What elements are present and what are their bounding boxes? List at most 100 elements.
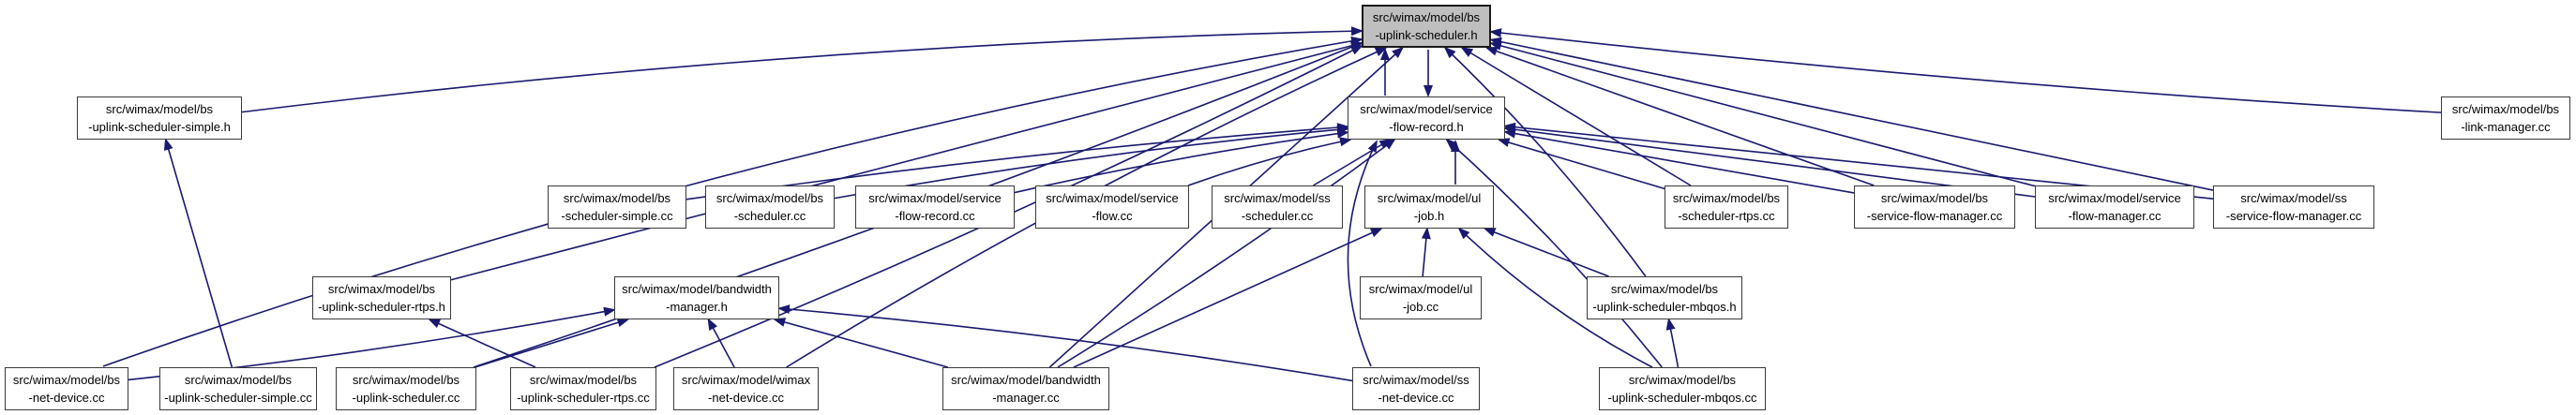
node-label-line: src/wimax/model/bs (327, 282, 436, 296)
node-label-line: -uplink-scheduler-simple.cc (164, 391, 312, 405)
node-label-line: src/wimax/model/bs (184, 373, 293, 387)
include-edge-bs-scheduler-rtps-cc-to-service-flow-record-h (1497, 138, 1665, 190)
include-edge-ul-job-cc-to-ul-job-h (1421, 227, 1431, 277)
node-label-line: src/wimax/model/ul (1377, 191, 1482, 205)
node-bs-uplink-scheduler-h[interactable]: src/wimax/model/bs -uplink-scheduler.h (1362, 5, 1491, 48)
node-label-line: -scheduler.cc (1241, 209, 1314, 223)
node-label-line: src/wimax/model/ul (1368, 282, 1473, 296)
node-bs-link-manager-cc[interactable]: src/wimax/model/bs -link-manager.cc (2441, 96, 2570, 140)
node-wimax-net-device-cc[interactable]: src/wimax/model/wimax -net-device.cc (673, 367, 819, 410)
include-edge-service-flow-manager-cc-to-bs-uplink-scheduler-h (1489, 41, 2036, 187)
node-service-flow-cc[interactable]: src/wimax/model/service -flow.cc (1035, 185, 1189, 229)
node-bs-uplink-scheduler-simple-cc[interactable]: src/wimax/model/bs -uplink-scheduler-simp… (159, 367, 317, 410)
node-label-line: src/wimax/model/bs (716, 191, 824, 205)
node-ss-net-device-cc[interactable]: src/wimax/model/ss-net-device.cc (1352, 367, 1480, 410)
node-label-line: -uplink-scheduler-mbqos.h (1592, 300, 1737, 314)
node-label-line: -manager.h (666, 300, 728, 314)
node-bandwidth-manager-h[interactable]: src/wimax/model/bandwidth-manager.h (614, 276, 779, 319)
node-label-line: -net-device.cc (28, 391, 105, 405)
node-label-line: -net-device.cc (708, 391, 784, 405)
node-label-line: src/wimax/model/bandwidth (951, 373, 1101, 387)
node-label-line: src/wimax/model/bs (1672, 191, 1781, 205)
node-bs-scheduler-rtps-cc[interactable]: src/wimax/model/bs -scheduler-rtps.cc (1665, 185, 1788, 229)
include-edge-ss-net-device-cc-to-service-flow-record-h (1347, 140, 1378, 367)
include-edge-bs-uplink-scheduler-rtps-cc-to-bs-uplink-scheduler-rtps-h (428, 319, 536, 368)
node-bandwidth-manager-cc[interactable]: src/wimax/model/bandwidth -manager.cc (942, 367, 1109, 410)
node-label-line: src/wimax/model/bs (563, 191, 671, 205)
node-label-line: -service-flow-manager.cc (1866, 209, 2003, 223)
node-label-line: src/wimax/model/bs (1880, 191, 1989, 205)
node-label-line: src/wimax/model/bs (2451, 102, 2560, 116)
include-edge-bandwidth-manager-cc-to-bandwidth-manager-h (773, 318, 948, 368)
include-edge-bs-link-manager-cc-to-bs-uplink-scheduler-h (1489, 28, 2442, 113)
node-label-line: -uplink-scheduler-rtps.cc (517, 391, 650, 405)
include-edge-bs-service-flow-manager-cc-to-service-flow-record-h (1503, 128, 1855, 194)
node-label-line: src/wimax/model/ss (1224, 191, 1331, 205)
include-edge-bs-uplink-scheduler-mbqos-h-to-ul-job-h (1483, 228, 1609, 277)
node-label-line: src/wimax/model/service (1360, 102, 1493, 116)
node-ss-scheduler-cc[interactable]: src/wimax/model/ss -scheduler.cc (1212, 185, 1343, 229)
node-bs-uplink-scheduler-mbqos-cc[interactable]: src/wimax/model/bs-uplink-scheduler-mbqo… (1599, 367, 1766, 410)
include-edge-bs-uplink-scheduler-simple-cc-to-bs-uplink-scheduler-simple-h (163, 138, 233, 368)
node-bs-net-device-cc[interactable]: src/wimax/model/bs-net-device.cc (5, 367, 128, 410)
node-label-line: -scheduler.cc (733, 209, 806, 223)
node-bs-service-flow-manager-cc[interactable]: src/wimax/model/bs -service-flow-manager.… (1854, 185, 2015, 229)
node-bs-uplink-scheduler-mbqos-h[interactable]: src/wimax/model/bs -uplink-scheduler-mbqo… (1587, 276, 1742, 319)
include-edge-service-flow-record-cc-to-service-flow-record-h (1014, 128, 1349, 194)
node-bs-uplink-scheduler-cc[interactable]: src/wimax/model/bs -uplink-scheduler.cc (336, 367, 476, 410)
node-label-line: -uplink-scheduler-simple.h (88, 120, 231, 134)
node-label-line: src/wimax/model/bs (352, 373, 460, 387)
include-edge-bs-uplink-scheduler-mbqos-h-to-bs-uplink-scheduler-h (1443, 46, 1647, 277)
node-label-line: -uplink-scheduler-mbqos.cc (1607, 391, 1757, 405)
node-ul-job-h[interactable]: src/wimax/model/ul -job.h (1364, 185, 1494, 229)
node-bs-uplink-scheduler-simple-h[interactable]: src/wimax/model/bs -uplink-scheduler-simp… (77, 96, 242, 140)
node-service-flow-record-h[interactable]: src/wimax/model/service -flow-record.h (1348, 96, 1505, 140)
include-edge-bs-uplink-scheduler-mbqos-cc-to-ul-job-h (1457, 227, 1653, 368)
include-edge-wimax-net-device-cc-to-bandwidth-manager-h (707, 318, 735, 368)
include-edge-bs-scheduler-rtps-cc-to-bs-uplink-scheduler-h (1460, 46, 1692, 186)
include-edge-bandwidth-manager-cc-to-ul-job-h (1073, 228, 1383, 368)
node-label-line: -flow-record.cc (895, 209, 975, 223)
include-edge-bs-uplink-scheduler-mbqos-cc-to-bs-uplink-scheduler-mbqos-h (1665, 318, 1680, 368)
node-service-flow-record-cc[interactable]: src/wimax/model/service -flow-record.cc (855, 185, 1015, 229)
node-label-line: src/wimax/model/bs (1372, 10, 1481, 24)
include-edge-service-flow-cc-to-service-flow-record-h (1187, 137, 1352, 186)
node-service-flow-manager-cc[interactable]: src/wimax/model/service -flow-manager.cc (2035, 185, 2194, 229)
node-label-line: src/wimax/model/service (2048, 191, 2181, 205)
node-label-line: src/wimax/model/service (1046, 191, 1179, 205)
include-edge-bs-net-device-cc-to-bs-uplink-scheduler-h (102, 36, 1363, 367)
node-ul-job-cc[interactable]: src/wimax/model/ul -job.cc (1360, 276, 1482, 319)
node-label-line: src/wimax/model/bs (105, 102, 214, 116)
node-label-line: -flow.cc (1092, 209, 1133, 223)
node-bs-uplink-scheduler-rtps-h[interactable]: src/wimax/model/bs -uplink-scheduler-rtps… (312, 276, 451, 319)
node-label-line: src/wimax/model/bs (1610, 282, 1719, 296)
node-label-line: src/wimax/model/wimax (681, 373, 811, 387)
node-label-line: -job.cc (1402, 300, 1439, 314)
node-label-line: -scheduler-rtps.cc (1678, 209, 1775, 223)
node-label-line: -manager.cc (992, 391, 1060, 405)
node-label-line: -flow-manager.cc (2068, 209, 2162, 223)
node-label-line: -uplink-scheduler.cc (352, 391, 460, 405)
include-edge-ss-scheduler-cc-to-service-flow-record-h (1313, 138, 1393, 186)
node-bs-scheduler-cc[interactable]: src/wimax/model/bs -scheduler.cc (705, 185, 835, 229)
node-label-line: src/wimax/model/bs (529, 373, 638, 387)
node-ss-service-flow-manager-cc[interactable]: src/wimax/model/ss-service-flow-manager.… (2213, 185, 2374, 229)
node-label-line: -net-device.cc (1378, 391, 1454, 405)
node-label-line: -scheduler-simple.cc (561, 209, 673, 223)
include-edge-ss-service-flow-manager-cc-to-bs-uplink-scheduler-h (1489, 37, 2214, 191)
include-edge-bs-uplink-scheduler-mbqos-cc-to-service-flow-record-h (1445, 138, 1663, 368)
node-label-line: -link-manager.cc (2461, 120, 2551, 134)
node-label-line: -uplink-scheduler.h (1375, 28, 1478, 42)
include-edge-bs-uplink-scheduler-cc-to-bandwidth-manager-h (475, 318, 630, 368)
node-bs-scheduler-simple-cc[interactable]: src/wimax/model/bs -scheduler-simple.cc (548, 185, 686, 229)
node-label-line: -flow-record.h (1389, 120, 1464, 134)
node-label-line: -uplink-scheduler-rtps.h (318, 300, 445, 314)
node-label-line: src/wimax/model/ss (2240, 191, 2347, 205)
node-label-line: -job.h (1413, 209, 1445, 223)
include-edge-bandwidth-manager-cc-to-service-flow-record-h (1057, 138, 1396, 368)
node-bs-uplink-scheduler-rtps-cc[interactable]: src/wimax/model/bs -uplink-scheduler-rtps… (510, 367, 656, 410)
include-edge-bs-service-flow-manager-cc-to-bs-uplink-scheduler-h (1484, 46, 1875, 186)
node-label-line: src/wimax/model/service (868, 191, 1002, 205)
include-edge-bs-uplink-scheduler-rtps-h-to-bs-uplink-scheduler-h (450, 40, 1363, 281)
